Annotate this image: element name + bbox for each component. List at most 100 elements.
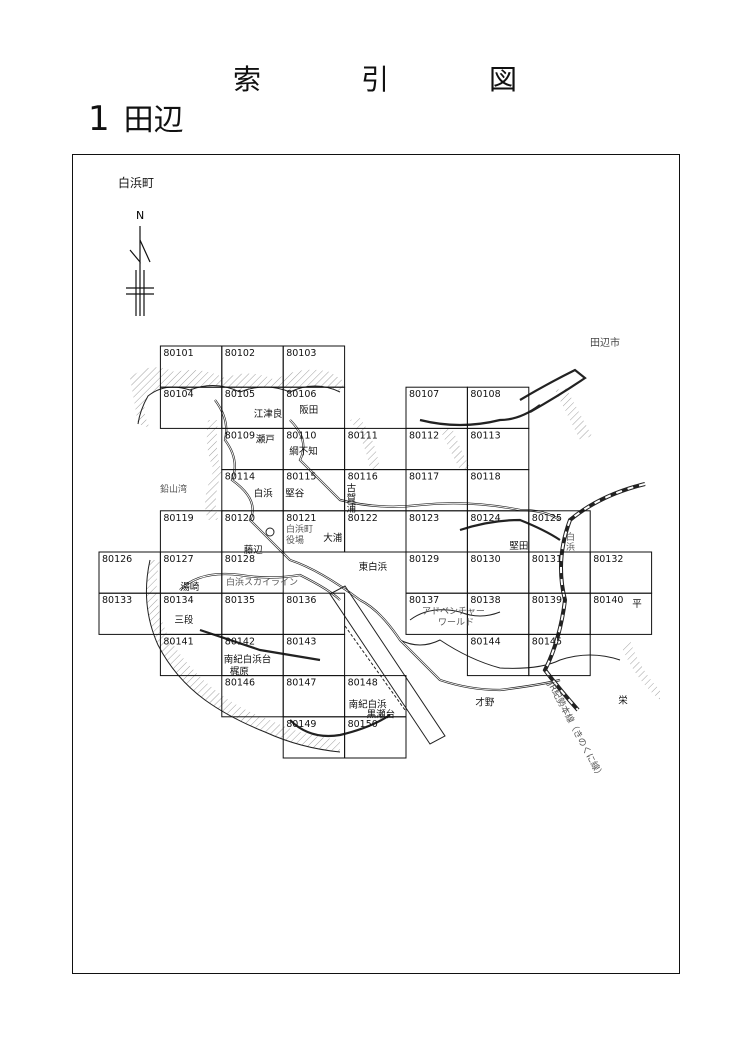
sheet-number: 80102 [225, 348, 255, 359]
sheet-number: 80101 [163, 348, 193, 359]
map-sheet-cell[interactable] [344, 716, 407, 759]
place-name: 堅田 [509, 541, 528, 552]
sheet-number: 80137 [409, 595, 439, 606]
sheet-number: 80145 [532, 636, 562, 647]
railway [542, 482, 646, 712]
place-name: 賀 [347, 493, 357, 505]
sheet-number: 80148 [348, 678, 378, 689]
page-title: 索引図 [0, 58, 750, 98]
sheet-number: 80147 [286, 678, 316, 689]
sheet-number: 80103 [286, 348, 316, 359]
place-name: 綱不知 [289, 445, 318, 457]
title-char-2: 引 [360, 63, 389, 96]
title-char-1: 索 [232, 63, 261, 96]
sheet-number: 80119 [163, 513, 193, 524]
coastline-hatching [130, 367, 660, 752]
place-name: 南紀白浜台 [224, 653, 272, 665]
place-name: 白浜 [254, 488, 274, 500]
feature-name: 浜 [566, 542, 575, 553]
sheet-number: 80123 [409, 513, 439, 524]
coastline [137, 385, 621, 753]
municipality-label: 白浜町 [118, 176, 155, 190]
section-name: 田辺 [123, 103, 184, 138]
town-hall-marker [265, 527, 275, 537]
sheet-number: 80142 [225, 636, 255, 647]
place-name: 藤辺 [244, 544, 264, 556]
feature-name: 鉛山湾 [160, 483, 187, 495]
sheet-number: 80128 [225, 554, 255, 565]
place-name: 三段 [174, 614, 194, 626]
section-number: 1 [88, 99, 110, 139]
sheet-number: 80139 [532, 595, 562, 606]
sheet-number: 80116 [348, 472, 378, 483]
place-name: 瀬戸 [256, 433, 275, 445]
sheet-grid: 80101 80102 80103 80104 80105 80106 80107 80108… [98, 345, 653, 759]
sheet-number: 80146 [225, 678, 255, 689]
feature-name: 白浜町 [286, 523, 313, 535]
sheet-number: 80135 [225, 595, 255, 606]
north-label: N [136, 209, 144, 222]
title-char-3: 図 [489, 63, 518, 96]
sheet-number: 80111 [348, 430, 378, 441]
sheet-number: 80118 [470, 472, 500, 483]
sheet-number: 80122 [348, 513, 378, 524]
sheet-number: 80114 [225, 472, 255, 483]
feature-name: 白浜スカイライン [226, 576, 298, 588]
sheet-number: 80106 [286, 389, 316, 400]
airport-runway [329, 585, 446, 745]
map-frame [72, 154, 680, 974]
place-name: 南紀白浜 [349, 699, 388, 711]
sheet-number: 80129 [409, 554, 439, 565]
sheet-number: 80141 [163, 636, 193, 647]
place-name: 浦 [347, 503, 357, 515]
sheet-number: 80138 [470, 595, 500, 606]
place-name: 才野 [475, 697, 495, 709]
place-name: 阪田 [299, 405, 318, 416]
roads-inner [179, 399, 561, 691]
section-heading: 1 田辺 [88, 95, 184, 139]
place-name: 梶原 [230, 665, 249, 677]
map-sheet-cell[interactable] [589, 592, 653, 635]
sheet-number: 80117 [409, 472, 439, 483]
place-labels: 江津良阪田瀬戸綱不知白浜堅谷古賀浦大浦藤辺東白浜堅田平湯崎三段南紀白浜台梶原南紀… [174, 405, 642, 720]
north-arrow: N [126, 209, 154, 316]
feature-name: 白 [566, 531, 575, 543]
railway-label: JR紀勢本線（きのくに線） [545, 679, 607, 781]
feature-name: 役場 [286, 534, 304, 546]
sheet-number: 80115 [286, 472, 316, 483]
place-name: 平 [632, 599, 642, 610]
sheet-number: 80130 [470, 554, 500, 565]
sheet-number: 80140 [593, 595, 623, 606]
place-name: 堅谷 [285, 489, 305, 500]
place-name: 東白浜 [359, 561, 388, 573]
sheet-number: 80107 [409, 389, 439, 400]
sheet-number: 80126 [102, 554, 132, 565]
place-name: 古 [347, 483, 357, 495]
sheet-number: 80125 [532, 513, 562, 524]
sheet-number: 80134 [163, 595, 193, 606]
sheet-number: 80144 [470, 636, 500, 647]
place-name: 江津良 [254, 408, 283, 420]
sheet-number: 80109 [225, 430, 255, 441]
sheet-number: 80113 [470, 430, 500, 441]
sheet-number: 80108 [470, 389, 500, 400]
place-name: 黒瀬台 [367, 709, 396, 721]
sheet-number: 80127 [163, 554, 193, 565]
place-name: 大浦 [323, 532, 343, 544]
sheet-number: 80110 [286, 430, 316, 441]
sheet-number: 80150 [348, 719, 378, 730]
sheet-number: 80143 [286, 636, 316, 647]
sheet-number: 80131 [532, 554, 562, 565]
sheet-number: 80124 [470, 513, 500, 524]
sheet-number: 80104 [163, 389, 193, 400]
sheet-number: 80120 [225, 513, 255, 524]
feature-name: アドベンチャー [422, 606, 485, 617]
place-name: 湯崎 [180, 581, 200, 593]
sheet-number: 80136 [286, 595, 316, 606]
sheet-number: 80149 [286, 719, 316, 730]
sheet-number: 80105 [225, 389, 255, 400]
map-sheet-cell[interactable] [528, 633, 591, 677]
feature-name: ワールド [438, 618, 474, 628]
sheet-number: 80121 [286, 513, 316, 524]
